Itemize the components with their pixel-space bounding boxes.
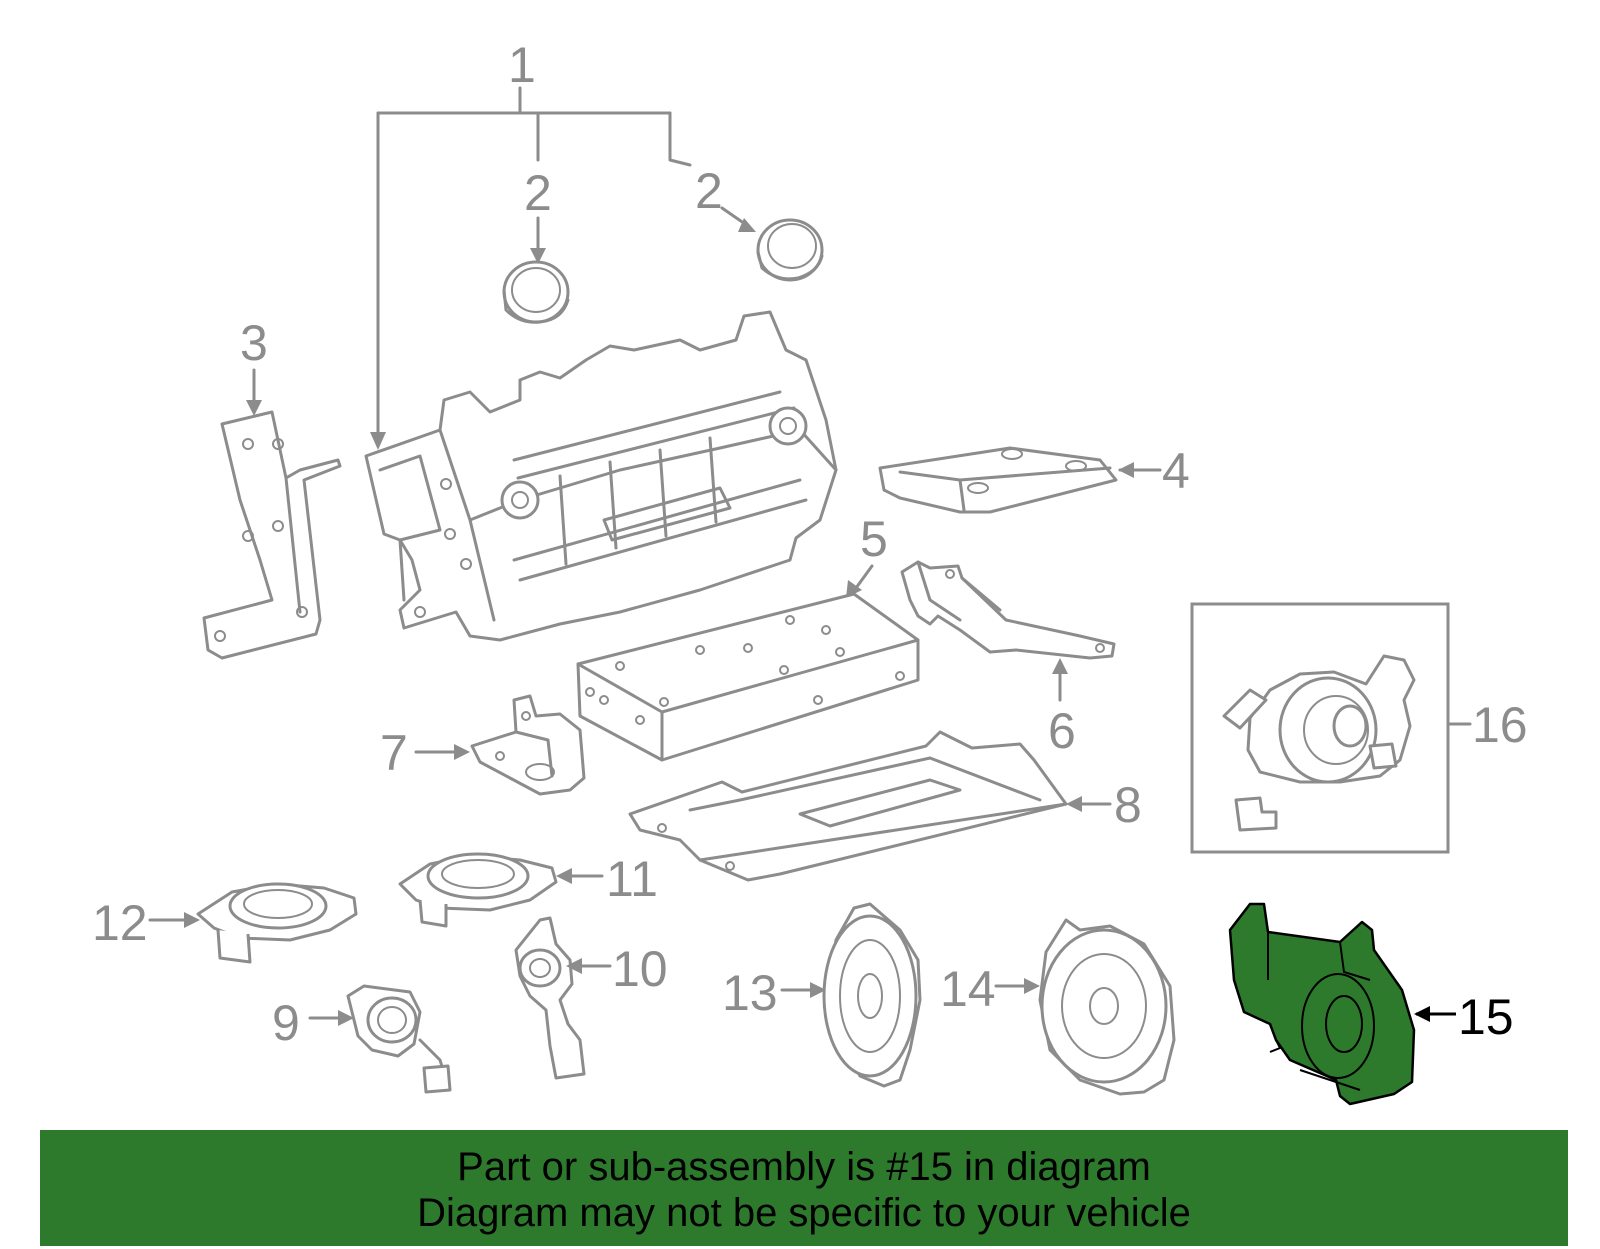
callout-8[interactable]: 8: [1114, 777, 1142, 833]
callout-3[interactable]: 3: [240, 315, 268, 371]
speaker-14: [1038, 918, 1176, 1096]
bracket-7: [470, 694, 586, 796]
knob-right: [756, 218, 824, 282]
part-9: [346, 984, 452, 1094]
knob-left: [502, 260, 570, 324]
callout-14[interactable]: 14: [940, 961, 996, 1017]
bracket-4: [878, 446, 1118, 514]
callout-13[interactable]: 13: [722, 965, 778, 1021]
callout-11[interactable]: 11: [606, 851, 658, 907]
banner-line-1: Part or sub-assembly is #15 in diagram: [457, 1145, 1151, 1189]
tweeter-12: [196, 882, 358, 964]
tray-8: [628, 730, 1068, 882]
bracket-3: [202, 410, 342, 660]
tweeter-11: [398, 852, 558, 928]
callout-4[interactable]: 4: [1162, 443, 1190, 499]
callout-6[interactable]: 6: [1048, 703, 1076, 759]
speaker-13: [822, 902, 922, 1088]
info-banner: Part or sub-assembly is #15 in diagram D…: [40, 1130, 1568, 1246]
leader-lines-1: [370, 86, 692, 450]
bracket-6: [900, 560, 1116, 660]
callout-10[interactable]: 10: [612, 941, 668, 997]
callout-9[interactable]: 9: [272, 995, 300, 1051]
callout-7[interactable]: 7: [380, 725, 408, 781]
callout-12[interactable]: 12: [92, 895, 148, 951]
callout-16[interactable]: 16: [1472, 697, 1528, 753]
callout-5[interactable]: 5: [860, 511, 888, 567]
control-panel-unit: [364, 310, 838, 642]
parts-diagram: 1 2 2 3: [92, 37, 1528, 1106]
callout-15[interactable]: 15: [1458, 989, 1514, 1045]
part-10: [514, 916, 586, 1080]
amplifier-5: [576, 592, 920, 762]
callout-1[interactable]: 1: [508, 37, 536, 93]
inset-box-16: [1190, 602, 1450, 854]
part-15-highlighted[interactable]: [1228, 902, 1416, 1106]
callout-2-right[interactable]: 2: [695, 163, 723, 219]
banner-line-2: Diagram may not be specific to your vehi…: [417, 1191, 1191, 1235]
callout-2-left[interactable]: 2: [524, 165, 552, 221]
